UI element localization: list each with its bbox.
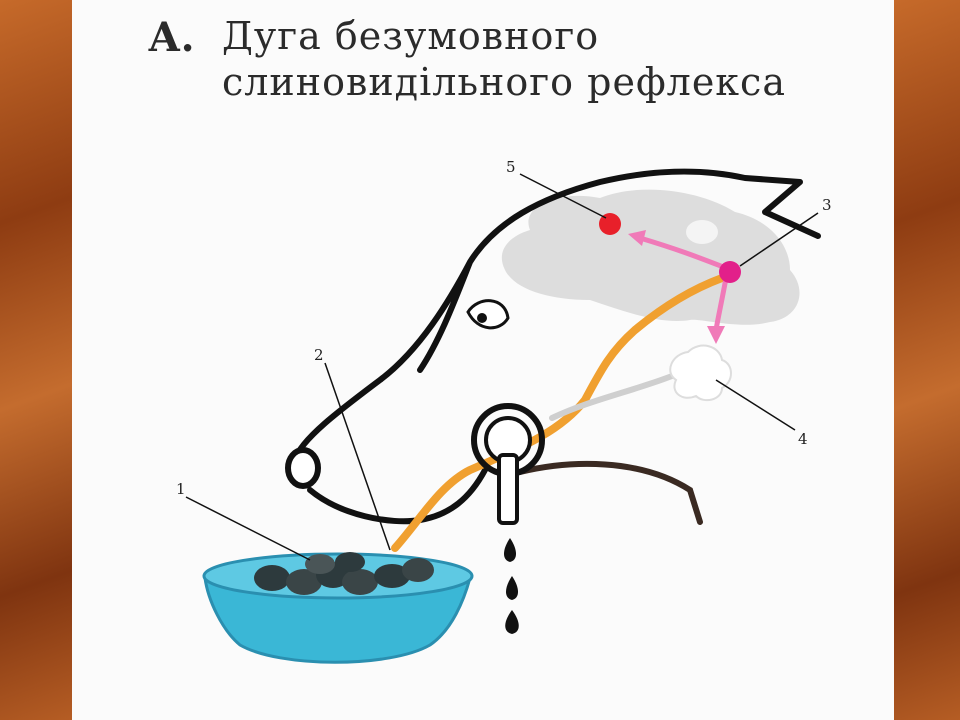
food-pieces xyxy=(254,552,434,595)
dog-nose xyxy=(285,447,321,489)
pointer-line-1 xyxy=(185,496,311,561)
saliva-drop-1 xyxy=(504,538,516,562)
right-decorative-frame xyxy=(894,0,960,720)
dog-pupil xyxy=(477,313,487,323)
pointer-line-5 xyxy=(519,173,607,219)
dog-eye xyxy=(466,299,510,330)
dog-neck-outline xyxy=(517,460,703,525)
label-1: 1 xyxy=(176,480,186,498)
afferent-nerve-path xyxy=(391,274,726,552)
label-2: 2 xyxy=(314,346,324,364)
dog-head-outline xyxy=(292,168,821,463)
fistula-tube xyxy=(497,453,519,525)
brain-highlight xyxy=(686,220,718,244)
efferent-arrow-to-cortex xyxy=(639,235,727,271)
title-letter: А. xyxy=(148,14,195,61)
left-decorative-frame xyxy=(0,0,72,720)
label-5: 5 xyxy=(506,158,516,176)
arrowhead-to-gland xyxy=(707,326,725,344)
arrowhead-to-cortex xyxy=(628,230,646,246)
cortex-center-5 xyxy=(599,213,621,235)
saliva-drop-2 xyxy=(506,576,518,600)
medulla-center-3 xyxy=(719,261,741,283)
pointer-line-4 xyxy=(715,379,796,431)
title-line-1: Дуга безумовного xyxy=(222,14,600,58)
brain-shape xyxy=(501,189,800,325)
salivary-gland xyxy=(669,344,732,402)
title-line-2: слиновидільного рефлекса xyxy=(222,60,786,104)
label-3: 3 xyxy=(822,196,832,214)
pointer-line-2 xyxy=(324,362,391,551)
label-4: 4 xyxy=(798,430,808,448)
slide-canvas xyxy=(72,0,894,720)
pointer-line-3 xyxy=(739,212,819,267)
saliva-drop-3 xyxy=(505,610,519,634)
